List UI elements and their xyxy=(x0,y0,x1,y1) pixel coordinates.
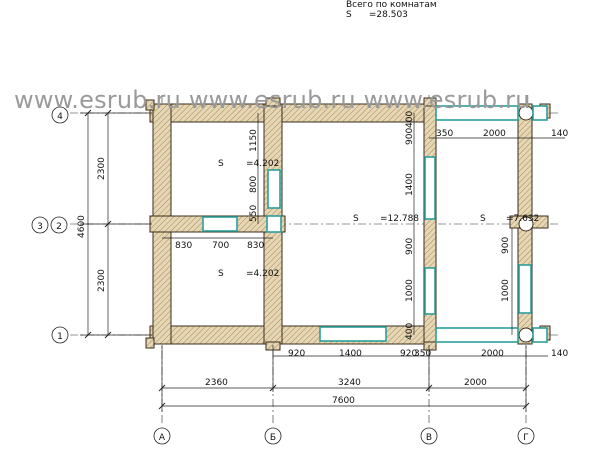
room-area-label-2: S xyxy=(218,269,224,279)
axis-label-1: 1 xyxy=(57,332,63,342)
axis-label-2: 2 xyxy=(56,222,62,232)
dim-room-1: 830 xyxy=(175,241,192,251)
dim-opening-5: 2000 xyxy=(481,349,504,359)
dimension-lines xyxy=(80,112,565,412)
axis-marker-b xyxy=(264,427,282,445)
dim-left-upper: 2300 xyxy=(97,157,107,180)
dim-wall-v-2: 1400 xyxy=(405,173,415,196)
window-wall-v-lower xyxy=(424,267,436,315)
dim-room-2: 700 xyxy=(212,241,229,251)
dim-room-3: 830 xyxy=(247,241,264,251)
terrace-rail-top-right xyxy=(532,105,548,121)
dim-bottom-3: 2000 xyxy=(464,378,487,388)
room-area-label-1: S xyxy=(218,159,224,169)
terrace-rail-top xyxy=(435,105,519,121)
axis-marker-2 xyxy=(50,216,68,234)
room-area-label-4: S xyxy=(480,214,486,224)
room-area-label-3: S xyxy=(353,214,359,224)
room-area-value-1: =4.202 xyxy=(246,159,279,169)
terrace-posts xyxy=(518,105,534,343)
dim-opening-2: 1400 xyxy=(339,349,362,359)
door-bottom xyxy=(319,326,387,342)
axis-marker-a xyxy=(153,427,171,445)
axis-label-4: 4 xyxy=(57,112,63,122)
axis-label-g: Г xyxy=(523,433,529,443)
dim-bottom-2: 3240 xyxy=(338,378,361,388)
axis-markers xyxy=(31,106,535,445)
dim-left-total: 4600 xyxy=(77,215,87,238)
dim-wall-v-4: 1000 xyxy=(405,279,415,302)
axis-label-a: А xyxy=(159,433,166,443)
dim-wall-v-3: 900 xyxy=(405,238,415,255)
dim-bottom-total: 7600 xyxy=(332,396,355,406)
dim-opening-6: 140 xyxy=(551,349,568,359)
dim-opening-3: 920 xyxy=(400,349,417,359)
axis-label-v: В xyxy=(426,433,432,443)
axis-label-3: 3 xyxy=(37,222,43,232)
dim-top-2: 2000 xyxy=(483,129,506,139)
axis-marker-3 xyxy=(31,216,49,234)
dim-left-lower: 2300 xyxy=(97,269,107,292)
axis-label-b: Б xyxy=(270,433,276,443)
terrace-rail-bottom-right xyxy=(532,327,548,343)
terrace-rail-bottom xyxy=(435,327,519,343)
dim-opening-1: 920 xyxy=(288,349,305,359)
room-area-value-2: =4.202 xyxy=(246,269,279,279)
window-wall-v-upper xyxy=(424,156,436,220)
dim-wall-b-3: 550 xyxy=(249,205,259,222)
room-area-value-3: =12.788 xyxy=(380,214,419,224)
dim-wall-v-5: 400 xyxy=(405,323,415,340)
door-wall-b xyxy=(266,215,282,233)
axis-grid xyxy=(70,95,560,425)
axis-marker-4 xyxy=(51,106,69,124)
dim-wall-b-2: 800 xyxy=(249,176,259,193)
room-area-value-4: =7.632 xyxy=(506,214,539,224)
dim-small-400: 400 xyxy=(405,111,415,128)
total-area-title: Всего по комнатам xyxy=(346,0,437,10)
watermark: www.esrub.ru www.esrub.ru www.esrub.ru xyxy=(14,86,531,114)
dim-wall-b-1: 1150 xyxy=(249,129,259,152)
axis-marker-v xyxy=(420,427,438,445)
dim-top-3: 140 xyxy=(551,129,568,139)
terrace-rail-g xyxy=(518,264,532,314)
window-wall-b-upper xyxy=(267,169,281,209)
dim-bottom-1: 2360 xyxy=(205,378,228,388)
total-area-value: S =28.503 xyxy=(346,10,408,20)
dim-opening-4: 350 xyxy=(414,349,431,359)
dim-wall-g-2: 1000 xyxy=(501,279,511,302)
axis-marker-g xyxy=(517,427,535,445)
wall-bottom xyxy=(149,325,437,345)
dim-wall-g-1: 900 xyxy=(501,237,511,254)
dim-wall-v-1: 900 xyxy=(405,128,415,145)
dimension-ticks xyxy=(84,109,530,410)
door-middle xyxy=(202,216,238,232)
axis-marker-1 xyxy=(51,326,69,344)
dim-top-1: 350 xyxy=(436,129,453,139)
openings xyxy=(202,105,548,343)
